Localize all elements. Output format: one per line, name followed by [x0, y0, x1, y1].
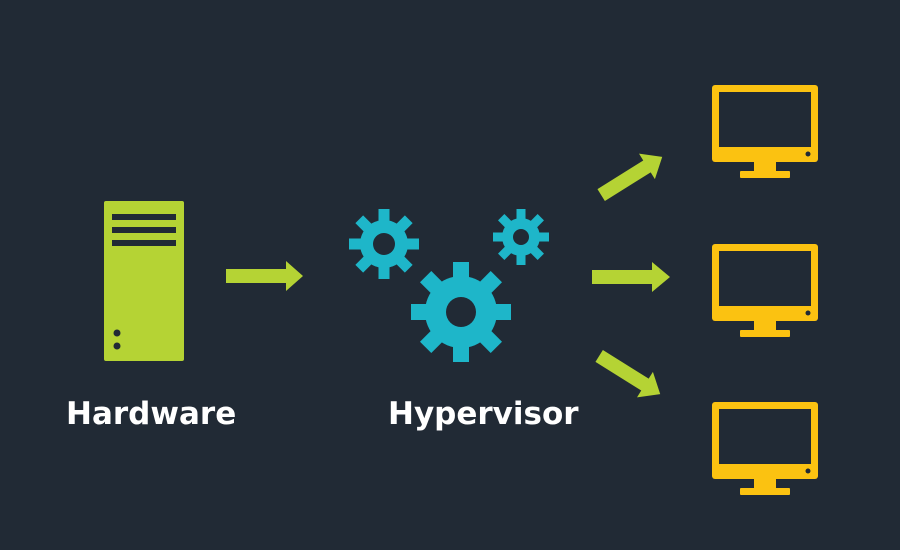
arrow-hardware-to-hypervisor [226, 261, 303, 291]
gear-small-right [493, 209, 549, 265]
monitor-icon [712, 244, 818, 337]
monitor-icon [712, 402, 818, 495]
arrow-hypervisor-to-vm-2 [592, 262, 670, 292]
server-tower-icon [104, 201, 184, 361]
hardware-label: Hardware [66, 396, 237, 432]
gears-icon [349, 209, 549, 362]
hypervisor-label: Hypervisor [388, 396, 579, 432]
arrow-hypervisor-to-vm-1 [597, 153, 663, 201]
monitor-icon [712, 85, 818, 178]
gear-small-left [349, 209, 419, 279]
gear-large [411, 262, 511, 362]
arrow-hypervisor-to-vm-3 [595, 350, 661, 398]
